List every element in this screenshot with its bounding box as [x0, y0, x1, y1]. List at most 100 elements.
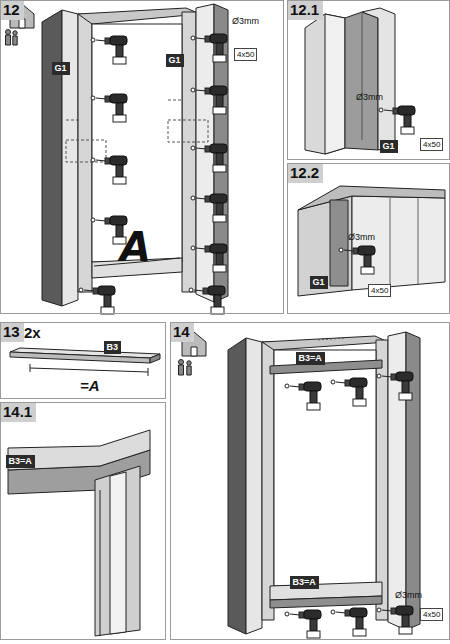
step-number: 12.1: [288, 1, 323, 20]
drill-part: [191, 146, 195, 150]
drill-part: [105, 158, 110, 164]
drill-part: [379, 108, 383, 112]
drill-part: [191, 36, 195, 40]
drill-size: Ø3mm: [348, 232, 375, 243]
step-number: 14: [171, 323, 194, 342]
drill-part: [104, 295, 111, 307]
drill-part: [353, 399, 366, 406]
drill-part: [205, 36, 210, 42]
part-tag: G1: [310, 276, 328, 289]
drill-part: [110, 36, 127, 45]
drill-part: [396, 372, 413, 381]
screw-size: 4x50: [368, 284, 391, 297]
drill-part: [93, 288, 98, 294]
dimension-letter: A: [120, 226, 151, 268]
part-tag: B3: [104, 341, 122, 354]
drill-part: [285, 384, 289, 388]
drill-part: [391, 374, 396, 380]
drill-part: [213, 107, 226, 114]
drill-part: [191, 196, 195, 200]
step-number: 14.1: [1, 403, 36, 422]
drill-size: Ø3mm: [356, 92, 383, 103]
drill-part: [91, 218, 95, 222]
drill-part: [91, 158, 95, 162]
drill-part: [191, 88, 195, 92]
drill-part: [339, 248, 343, 252]
drill-part: [101, 307, 114, 314]
drill-part: [353, 629, 366, 636]
drill-part: [399, 627, 412, 634]
drill-size: Ø3mm: [232, 16, 259, 27]
part-code: G1: [313, 277, 325, 287]
drill-part: [358, 246, 375, 255]
part-code: G1: [169, 55, 181, 65]
drill-part: [377, 374, 381, 378]
drill-part: [98, 286, 115, 295]
drill-part: [203, 288, 208, 294]
drill-part: [356, 387, 363, 399]
drill-part: [393, 108, 398, 114]
drill-part: [216, 95, 223, 107]
drill-part: [205, 146, 210, 152]
drill-part: [310, 619, 317, 631]
drill-part: [402, 381, 409, 393]
drill-part: [91, 96, 95, 100]
drill-part: [113, 57, 126, 64]
drill-part: [216, 203, 223, 215]
drill-part: [213, 265, 226, 272]
drill-part: [350, 378, 367, 387]
drill-part: [216, 253, 223, 265]
part-code: B3=A: [293, 577, 316, 587]
drill-part: [116, 45, 123, 57]
quantity: 2x: [24, 324, 41, 341]
drill-part: [307, 403, 320, 410]
drill-part: [91, 38, 95, 42]
drill-part: [191, 246, 195, 250]
drill-part: [116, 165, 123, 177]
drill-part: [210, 144, 227, 153]
part-tag: G1: [380, 140, 398, 153]
drill-part: [391, 608, 396, 614]
drill-part: [210, 244, 227, 253]
drill-part: [208, 286, 225, 295]
step-number: 12: [1, 1, 24, 20]
drill-part: [210, 34, 227, 43]
part-tag: G1: [52, 62, 70, 75]
drill-part: [331, 380, 335, 384]
drill-part: [404, 115, 411, 127]
drill-part: [350, 608, 367, 617]
screw-size: 4x50: [420, 138, 443, 151]
drill-part: [79, 288, 83, 292]
drill-part: [205, 196, 210, 202]
part-tag: B3=A: [6, 455, 35, 468]
drill-part: [307, 631, 320, 638]
part-code: B3=A: [299, 353, 322, 363]
part-tag: G1: [166, 54, 184, 67]
drill-part: [205, 246, 210, 252]
drill-part: [116, 103, 123, 115]
drill-part: [402, 615, 409, 627]
drill-part: [401, 127, 414, 134]
drill-part: [105, 96, 110, 102]
drill-part: [396, 606, 413, 615]
drill-size: Ø3mm: [395, 590, 422, 601]
drill-part: [299, 612, 304, 618]
drill-part: [110, 216, 127, 225]
drill-part: [310, 391, 317, 403]
drill-part: [356, 617, 363, 629]
drill-part: [353, 248, 358, 254]
drill-part: [304, 610, 321, 619]
drill-part: [345, 380, 350, 386]
drill-part: [216, 153, 223, 165]
drill-part: [110, 156, 127, 165]
drill-part: [299, 384, 304, 390]
part-code: B3=A: [9, 456, 32, 466]
screw-size: 4x50: [234, 48, 257, 61]
step-panel: 14.1B3=A: [0, 402, 166, 640]
drill-part: [345, 610, 350, 616]
drill-part: [304, 382, 321, 391]
drill-part: [189, 288, 193, 292]
part-code: G1: [383, 141, 395, 151]
drill-part: [213, 215, 226, 222]
drill-part: [361, 267, 374, 274]
